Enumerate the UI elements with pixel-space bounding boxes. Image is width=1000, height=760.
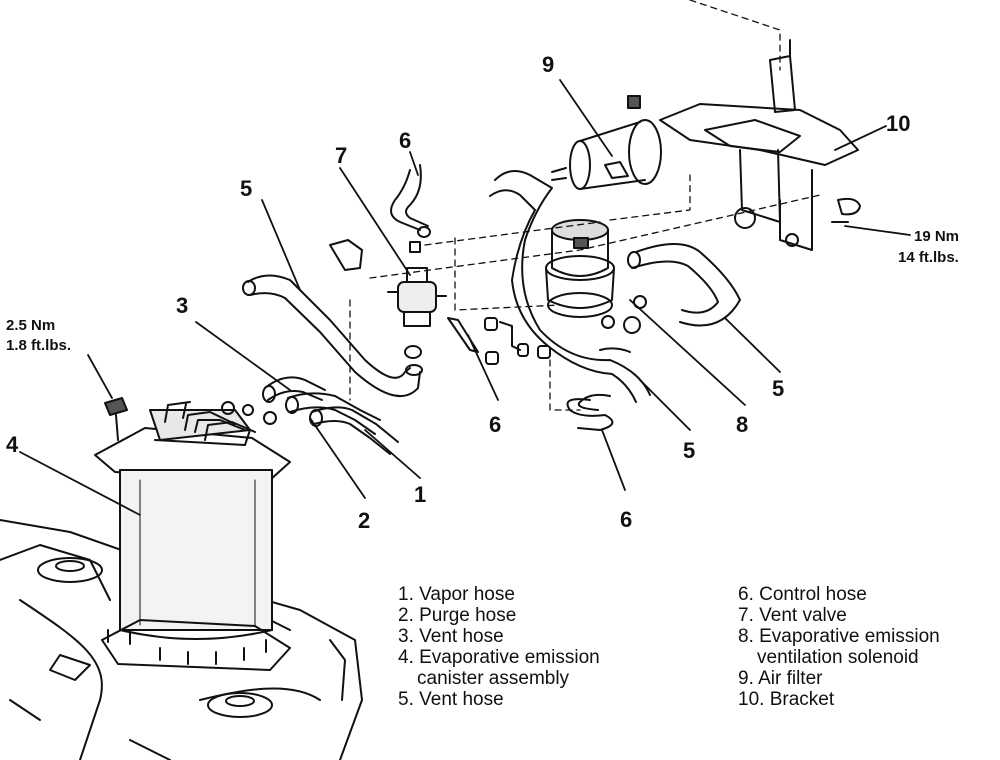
- callout-1: 1: [414, 482, 426, 507]
- legend-item: 10. Bracket: [738, 689, 835, 710]
- vent-hose-left: [242, 274, 423, 397]
- leader-lines: [19, 79, 911, 516]
- callout-6-bottom: 6: [620, 507, 632, 532]
- torque-right-ftlbs: 14 ft.lbs.: [898, 249, 959, 266]
- callout-6-center: 6: [489, 412, 501, 437]
- torque-left-nm: 2.5 Nm: [6, 317, 55, 334]
- control-hose-center: [447, 317, 551, 365]
- control-hose-top: [390, 164, 431, 238]
- hose-group-left: [221, 376, 399, 455]
- legend-item: 2. Purge hose: [398, 605, 517, 626]
- air-filter: [551, 95, 662, 190]
- callout-3: 3: [176, 293, 188, 318]
- parts-legend-right: 6. Control hose 7. Vent valve 8. Evapora…: [738, 584, 940, 710]
- legend-item: 9. Air filter: [738, 668, 823, 689]
- vent-hose-center: [489, 170, 651, 403]
- callout-7: 7: [335, 143, 347, 168]
- fuel-tank: [0, 519, 363, 760]
- vent-valve: [387, 241, 447, 359]
- parts-legend-left: 1. Vapor hose 2. Purge hose 3. Vent hose…: [398, 584, 600, 710]
- legend-item: 7. Vent valve: [738, 605, 847, 626]
- callout-6-top: 6: [399, 128, 411, 153]
- hose-clip: [329, 239, 363, 271]
- callout-10: 10: [886, 111, 910, 136]
- callout-9: 9: [542, 52, 554, 77]
- assembly-lines: [349, 0, 821, 411]
- legend-item: 5. Vent hose: [398, 689, 504, 710]
- callout-5-right: 5: [772, 376, 784, 401]
- torque-right-nm: 19 Nm: [914, 228, 959, 245]
- callout-5-left: 5: [240, 176, 252, 201]
- legend-item: 3. Vent hose: [398, 626, 504, 647]
- legend-item: 1. Vapor hose: [398, 584, 515, 605]
- callout-4: 4: [6, 432, 19, 457]
- legend-item: 6. Control hose: [738, 584, 867, 605]
- legend-item: 4. Evaporative emission: [398, 647, 600, 668]
- legend-item-continuation: canister assembly: [417, 668, 570, 689]
- callout-2: 2: [358, 508, 370, 533]
- ventilation-solenoid: [545, 219, 647, 334]
- torque-left-ftlbs: 1.8 ft.lbs.: [6, 337, 71, 354]
- callout-5-center: 5: [683, 438, 695, 463]
- legend-item-continuation: ventilation solenoid: [757, 647, 919, 668]
- bracket: [659, 39, 861, 251]
- callout-8: 8: [736, 412, 748, 437]
- vent-hose-right: [627, 243, 741, 327]
- evaporative-emission-canister: [94, 397, 291, 671]
- control-hose-coil: [566, 393, 614, 431]
- legend-item: 8. Evaporative emission: [738, 626, 940, 647]
